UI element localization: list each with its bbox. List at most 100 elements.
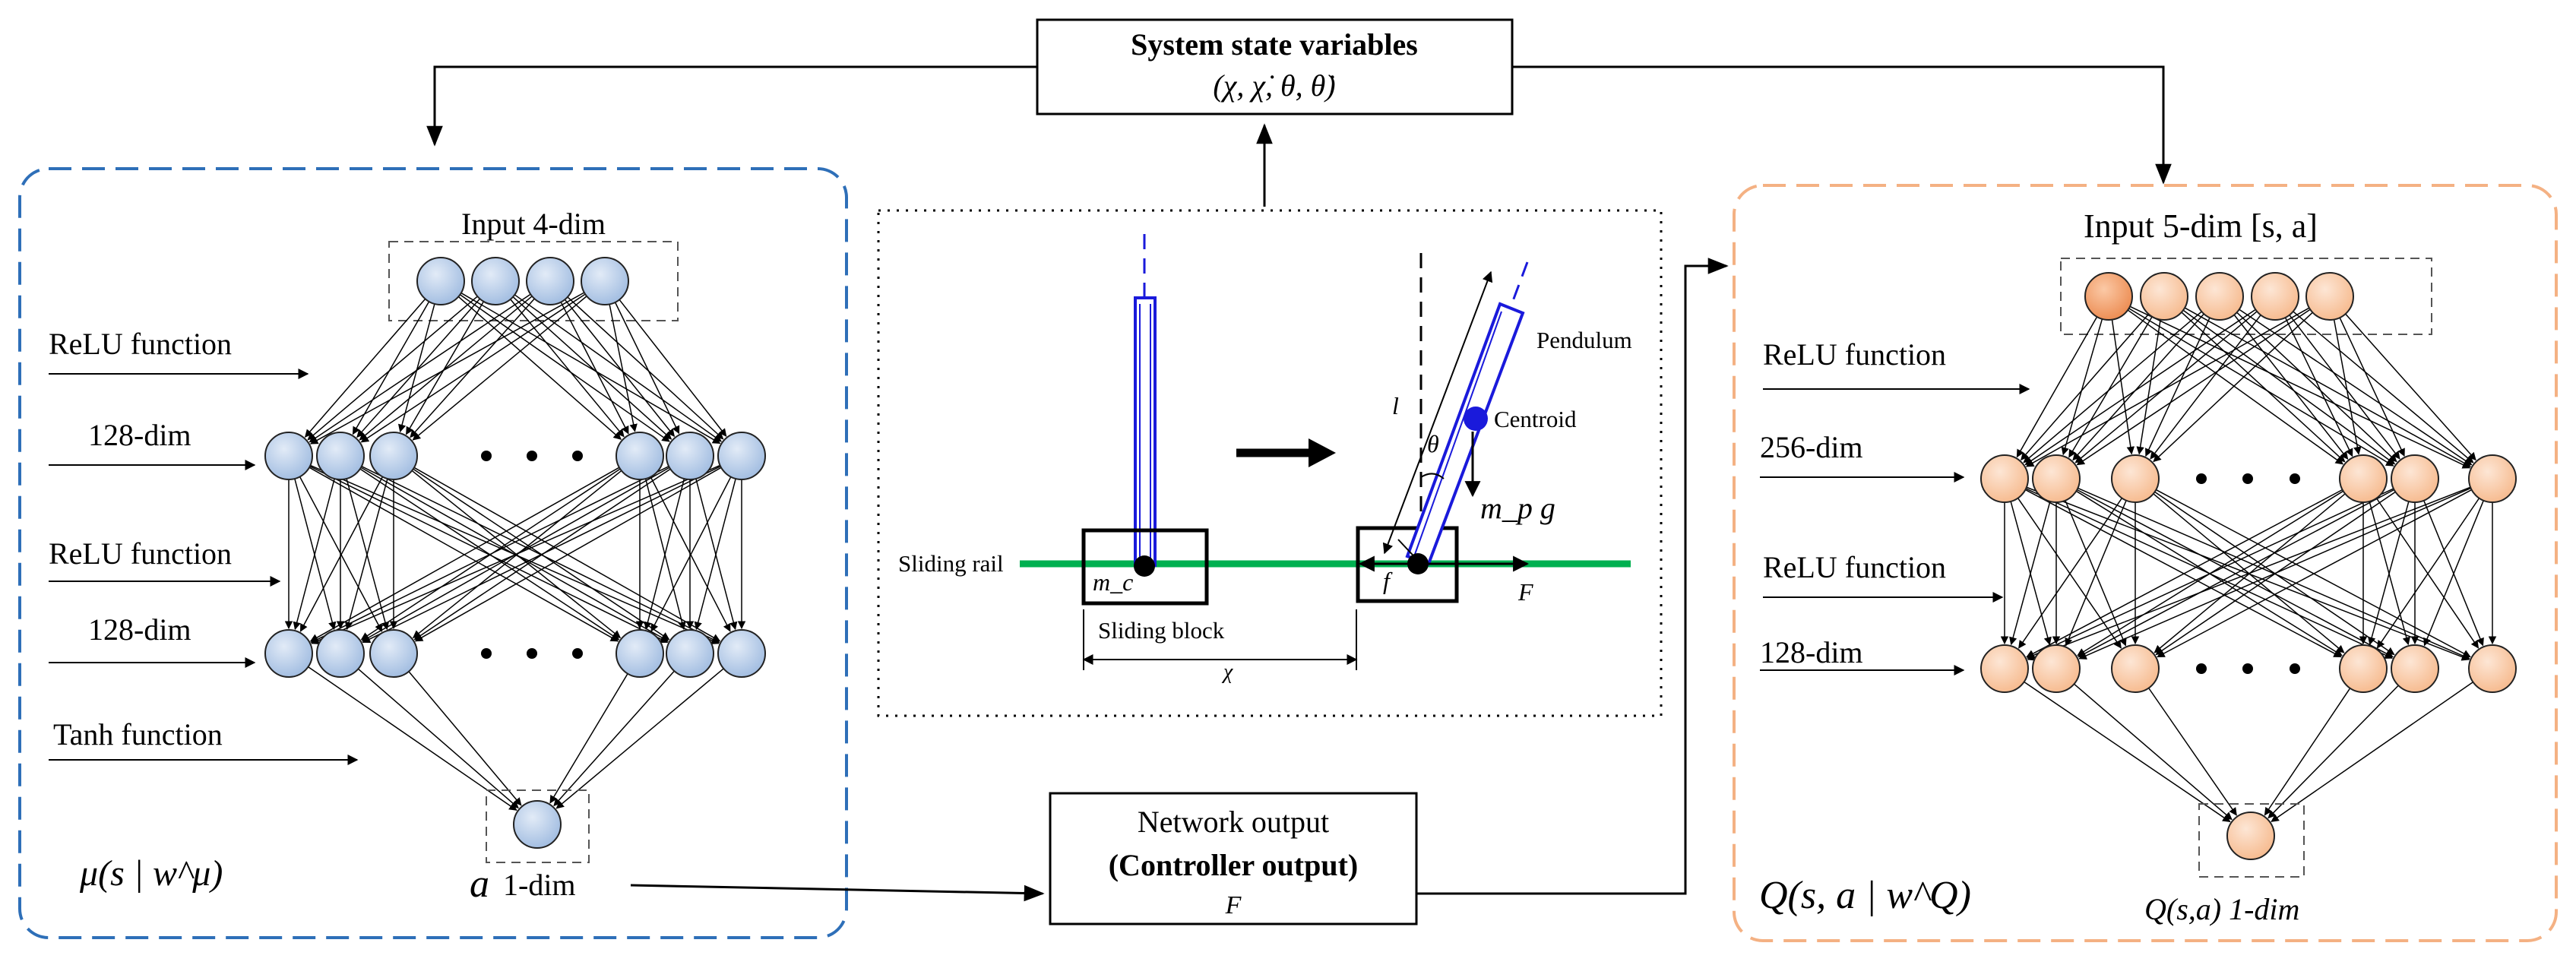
critic-node-layer0 [2305, 272, 2354, 321]
connection [309, 467, 619, 642]
connection [359, 296, 533, 441]
connection [308, 666, 517, 811]
critic-node-layer1 [2391, 454, 2439, 503]
arrow-state-to-critic [1512, 65, 2172, 185]
connection [2423, 500, 2484, 647]
connection [2077, 489, 2394, 658]
actor-layer2-activation: ReLU function [49, 536, 232, 571]
connection [2111, 319, 2135, 455]
critic-node-layer2 [2111, 644, 2160, 693]
connection [460, 292, 721, 445]
connection [2018, 498, 2123, 649]
connection [356, 298, 480, 438]
actor-connections [284, 292, 746, 811]
actor-layer1-dim: 128-dim [88, 418, 191, 452]
connection [2339, 317, 2405, 457]
connection [310, 466, 669, 644]
actor-node-layer2 [369, 629, 418, 678]
connection [2145, 317, 2210, 457]
connection [512, 296, 672, 440]
actor-border [18, 167, 848, 939]
connection [2128, 308, 2394, 467]
angle-symbol: θ [1427, 430, 1439, 457]
connection [410, 298, 535, 438]
connection [2023, 311, 2202, 464]
actor-node-layer2 [616, 629, 664, 678]
critic-node-layer3 [2226, 812, 2275, 860]
arrow-actor-to-output [630, 884, 1045, 902]
connection [2289, 315, 2400, 460]
connection [2148, 688, 2237, 816]
ellipsis-dot [481, 451, 492, 461]
gravity-label: m_p g [1480, 491, 1555, 525]
connection [514, 294, 722, 442]
critic-node-layer2 [2391, 644, 2439, 693]
actor-input-label: Input 4-dim [461, 207, 606, 241]
critic-node-layer0 [2251, 272, 2299, 321]
ellipsis-dot [527, 451, 537, 461]
connection [2264, 688, 2351, 816]
critic-node-layer1 [2032, 454, 2081, 503]
critic-node-layer0 [2084, 272, 2133, 321]
cart-mass-label: m_c [1093, 568, 1133, 596]
connection [2284, 317, 2353, 457]
connection [459, 294, 670, 442]
actor-node-layer3 [513, 800, 562, 849]
connection [414, 467, 722, 642]
connection [567, 296, 724, 440]
connection [360, 293, 586, 443]
connection [2024, 681, 2231, 823]
connection [2293, 311, 2474, 464]
arrow-state-to-actor [426, 65, 1037, 147]
actor-node-layer1 [616, 432, 664, 480]
connection [2024, 308, 2256, 466]
connection [397, 303, 435, 433]
ellipsis-dot [481, 648, 492, 659]
critic-node-layer2 [2339, 644, 2388, 693]
cart-pole-environment: Sliding rail m_c Sliding block χ m_p g l… [877, 209, 1663, 717]
connection [2129, 305, 2471, 469]
connection [2078, 487, 2471, 660]
system-state-title: System state variables [1131, 27, 1418, 62]
connection [2233, 314, 2349, 460]
critic-output-box [2198, 803, 2305, 878]
connection [2136, 319, 2161, 455]
connection [2127, 309, 2344, 465]
connection [2153, 312, 2313, 463]
connection [619, 299, 727, 437]
connection [2345, 313, 2476, 461]
connection [2271, 682, 2473, 822]
connection [549, 673, 628, 804]
connection [357, 668, 519, 809]
connection [352, 301, 430, 435]
critic-node-layer1 [2468, 454, 2517, 503]
ellipsis-dot [2242, 663, 2253, 674]
actor-node-layer0 [581, 257, 629, 305]
connection [2072, 313, 2204, 461]
connection [2009, 501, 2051, 646]
connection [2181, 312, 2346, 463]
connection [307, 296, 478, 441]
connection [2025, 307, 2310, 467]
actor-node-layer2 [717, 629, 766, 678]
critic-node-layer1 [2339, 454, 2388, 503]
ellipsis-dot [527, 648, 537, 659]
actor-panel: Input 4-dim ReLU function 128-dim ReLU f… [18, 167, 848, 939]
length-symbol: l [1392, 392, 1399, 419]
critic-node-layer2 [2468, 644, 2517, 693]
connection [614, 302, 680, 435]
connection [2076, 308, 2311, 466]
connection [309, 467, 620, 642]
sliding-rail-label: Sliding rail [898, 550, 1004, 577]
connection [299, 476, 384, 632]
connection [309, 292, 585, 445]
actor-node-layer0 [526, 257, 574, 305]
actor-node-layer1 [666, 432, 714, 480]
actor-output-box [486, 789, 590, 863]
sliding-block-left [1081, 528, 1209, 606]
connection [2236, 312, 2397, 463]
critic-nodes [1980, 272, 2517, 860]
connection [2157, 489, 2472, 658]
actor-node-layer1 [316, 432, 365, 480]
